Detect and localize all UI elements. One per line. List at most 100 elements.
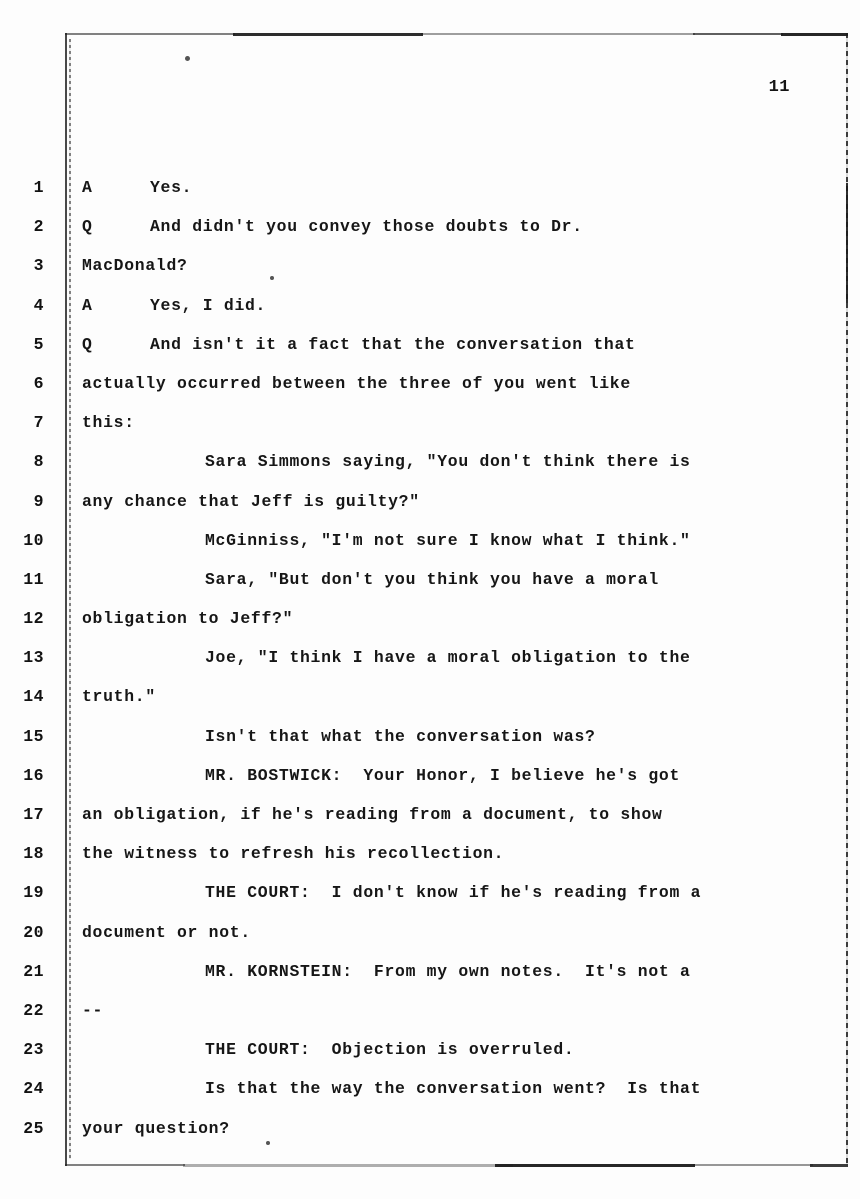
- line-text: document or not.: [82, 913, 251, 952]
- line-number: 6: [33, 373, 44, 393]
- line-number: 21: [23, 961, 44, 981]
- speaker-tag: Q: [82, 334, 93, 354]
- speaker-tag: Q: [82, 217, 93, 237]
- line-text: an obligation, if he's reading from a do…: [82, 795, 663, 834]
- line-number: 2: [33, 217, 44, 237]
- line-content: THE COURT: Objection is overruled.: [205, 1040, 575, 1060]
- line-content: truth.": [82, 687, 156, 707]
- line-text: Q And isn't it a fact that the conversati…: [82, 325, 636, 364]
- transcript-line: 19 THE COURT: I don't know if he's readin…: [0, 873, 860, 912]
- line-text: your question?: [82, 1109, 230, 1148]
- transcript-line: 17 an obligation, if he's reading from a …: [0, 795, 860, 834]
- line-content: McGinniss, "I'm not sure I know what I t…: [205, 530, 691, 550]
- line-number: 1: [33, 178, 44, 197]
- line-content: MacDonald?: [82, 256, 188, 276]
- line-number: 14: [23, 687, 44, 707]
- line-text: Sara, "But don't you think you have a mo…: [82, 560, 659, 599]
- line-number: 15: [23, 726, 44, 746]
- border-top-rule: [233, 33, 423, 36]
- transcript-line: 6 actually occurred between the three of …: [0, 364, 860, 403]
- transcript-line: 7 this:: [0, 403, 860, 442]
- line-text: A Yes.: [82, 168, 192, 207]
- transcript-line: 1 A Yes.: [0, 168, 860, 207]
- line-number: 17: [23, 805, 44, 824]
- line-content: THE COURT: I don't know if he's reading …: [205, 883, 702, 903]
- border-bottom-rule: [183, 1164, 513, 1167]
- transcript-line: 15 Isn't that what the conversation was?: [0, 717, 860, 756]
- transcript-line: 10 McGinniss, "I'm not sure I know what I…: [0, 521, 860, 560]
- line-number: 18: [23, 844, 44, 864]
- line-text: MacDonald?: [82, 246, 188, 285]
- line-text: obligation to Jeff?": [82, 599, 293, 638]
- transcript-line: 23 THE COURT: Objection is overruled.: [0, 1030, 860, 1069]
- border-top-rule: [693, 33, 783, 35]
- border-bottom-rule: [693, 1164, 813, 1166]
- line-content: MR. BOSTWICK: Your Honor, I believe he's…: [205, 765, 681, 785]
- transcript-line: 21 MR. KORNSTEIN: From my own notes. It's…: [0, 952, 860, 991]
- line-text: THE COURT: I don't know if he's reading …: [82, 873, 701, 912]
- line-number: 9: [33, 491, 44, 511]
- line-number: 10: [23, 530, 44, 550]
- scan-speck: [266, 1141, 270, 1145]
- transcript-line: 3 MacDonald?: [0, 246, 860, 285]
- line-number: 8: [33, 452, 44, 472]
- page-number: 11: [768, 78, 790, 97]
- line-content: Is that the way the conversation went? I…: [205, 1079, 702, 1099]
- line-text: actually occurred between the three of y…: [82, 364, 631, 403]
- line-content: your question?: [82, 1118, 230, 1138]
- line-content: an obligation, if he's reading from a do…: [82, 805, 663, 824]
- line-content: Sara, "But don't you think you have a mo…: [205, 569, 659, 589]
- border-bottom-rule: [495, 1164, 695, 1167]
- border-bottom-rule: [810, 1164, 848, 1167]
- line-text: THE COURT: Objection is overruled.: [82, 1030, 574, 1069]
- line-number: 4: [33, 295, 44, 315]
- scan-speck: [185, 56, 190, 61]
- scan-speck: [270, 276, 274, 280]
- border-top-rule: [421, 33, 695, 35]
- line-text: MR. BOSTWICK: Your Honor, I believe he's…: [82, 756, 680, 795]
- line-content: actually occurred between the three of y…: [82, 373, 631, 393]
- line-content: MR. KORNSTEIN: From my own notes. It's n…: [205, 961, 691, 981]
- line-number: 23: [23, 1040, 44, 1060]
- line-text: Is that the way the conversation went? I…: [82, 1069, 701, 1108]
- line-content: Yes.: [150, 178, 193, 197]
- line-content: this:: [82, 413, 135, 433]
- speaker-tag: A: [82, 178, 93, 197]
- border-top-rule: [65, 33, 235, 35]
- line-text: Isn't that what the conversation was?: [82, 717, 596, 756]
- line-content: Sara Simmons saying, "You don't think th…: [205, 452, 691, 472]
- line-number: 5: [33, 334, 44, 354]
- line-content: Yes, I did.: [150, 295, 267, 315]
- line-text: truth.": [82, 677, 156, 716]
- transcript-line: 14 truth.": [0, 677, 860, 716]
- line-number: 19: [23, 883, 44, 903]
- transcript-line: 18 the witness to refresh his recollectio…: [0, 834, 860, 873]
- line-content: Joe, "I think I have a moral obligation …: [205, 648, 691, 668]
- transcript-line: 22 --: [0, 991, 860, 1030]
- transcript-line: 5 Q And isn't it a fact that the conversat…: [0, 325, 860, 364]
- border-bottom-rule: [65, 1164, 185, 1166]
- line-text: the witness to refresh his recollection.: [82, 834, 504, 873]
- line-number: 25: [23, 1118, 44, 1138]
- line-content: document or not.: [82, 922, 251, 942]
- line-number: 7: [33, 413, 44, 433]
- transcript-line: 24 Is that the way the conversation went?…: [0, 1069, 860, 1108]
- line-number: 24: [23, 1079, 44, 1099]
- line-content: Isn't that what the conversation was?: [205, 726, 596, 746]
- line-text: McGinniss, "I'm not sure I know what I t…: [82, 521, 691, 560]
- line-content: And isn't it a fact that the conversatio…: [150, 334, 636, 354]
- line-number: 22: [23, 1000, 44, 1020]
- line-text: --: [82, 991, 103, 1030]
- line-number: 3: [33, 256, 44, 276]
- line-content: obligation to Jeff?": [82, 609, 294, 629]
- line-content: the witness to refresh his recollection.: [82, 844, 505, 864]
